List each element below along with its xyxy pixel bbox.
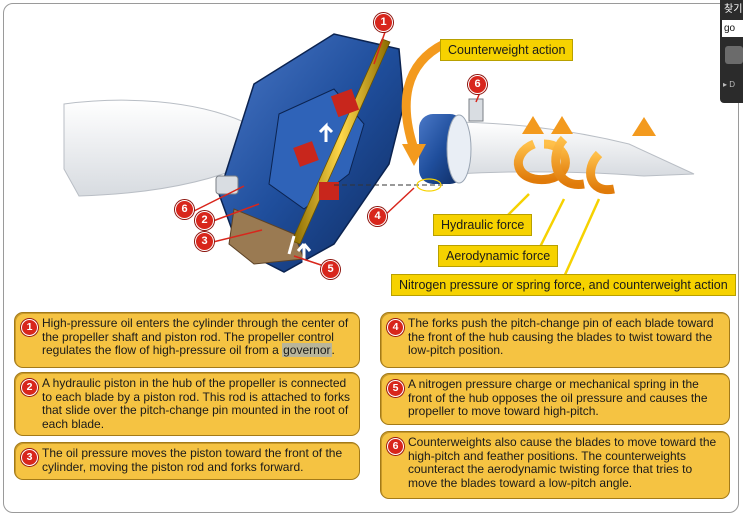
callout-number: 2 bbox=[21, 379, 38, 396]
find-panel: 찾기 go ▸ D bbox=[720, 0, 743, 103]
callout-2: 2 A hydraulic piston in the hub of the p… bbox=[14, 372, 360, 436]
label-hydraulic-force: Hydraulic force bbox=[433, 214, 533, 236]
callout-number: 1 bbox=[21, 319, 38, 336]
diagram-badge-5: 5 bbox=[321, 260, 340, 279]
callout-number: 3 bbox=[21, 449, 38, 466]
find-panel-more[interactable]: ▸ D bbox=[723, 80, 736, 89]
callout-number: 4 bbox=[387, 319, 404, 336]
right-blade bbox=[443, 121, 695, 177]
diagram-badge-3: 3 bbox=[195, 232, 214, 251]
callout-6: 6 Counterweights also cause the blades t… bbox=[380, 431, 730, 499]
callout-number: 6 bbox=[387, 438, 404, 455]
find-panel-title: 찾기 bbox=[724, 4, 743, 15]
propeller-hub-diagram bbox=[63, 31, 695, 278]
piston-rod bbox=[291, 38, 391, 245]
callout-1: 1 High-pressure oil enters the cylinder … bbox=[14, 312, 360, 368]
callout-4: 4 The forks push the pitch-change pin of… bbox=[380, 312, 730, 368]
callout-3: 3 The oil pressure moves the piston towa… bbox=[14, 442, 360, 480]
governor-link[interactable]: governor bbox=[282, 343, 332, 357]
find-input[interactable]: go bbox=[722, 20, 743, 37]
callout-text: A nitrogen pressure charge or mechanical… bbox=[408, 377, 708, 418]
force-arrows bbox=[513, 135, 615, 195]
find-button[interactable] bbox=[725, 46, 743, 64]
label-aerodynamic-force: Aerodynamic force bbox=[438, 245, 559, 267]
callout-5: 5 A nitrogen pressure charge or mechanic… bbox=[380, 373, 730, 425]
diagram-badge-4: 4 bbox=[368, 207, 387, 226]
diagram-frame: Counterweight action Hydraulic force Aer… bbox=[3, 3, 739, 513]
callout-text: High-pressure oil enters the cylinder th… bbox=[42, 316, 349, 357]
diagram-badge-1: 1 bbox=[374, 13, 393, 32]
label-counterweight-action: Counterweight action bbox=[440, 39, 574, 61]
callout-text: The forks push the pitch-change pin of e… bbox=[408, 316, 714, 357]
callout-text: The oil pressure moves the piston toward… bbox=[42, 446, 343, 474]
callout-text: Counterweights also cause the blades to … bbox=[408, 435, 717, 490]
diagram-badge-2: 2 bbox=[195, 211, 214, 230]
counterweight-action-arrow bbox=[401, 39, 447, 151]
callout-number: 5 bbox=[387, 380, 404, 397]
label-nitrogen-pressure: Nitrogen pressure or spring force, and c… bbox=[391, 274, 736, 296]
diagram-badge-6-left: 6 bbox=[175, 200, 194, 219]
callout-text: A hydraulic piston in the hub of the pro… bbox=[42, 376, 350, 431]
diagram-badge-6-top: 6 bbox=[468, 75, 487, 94]
